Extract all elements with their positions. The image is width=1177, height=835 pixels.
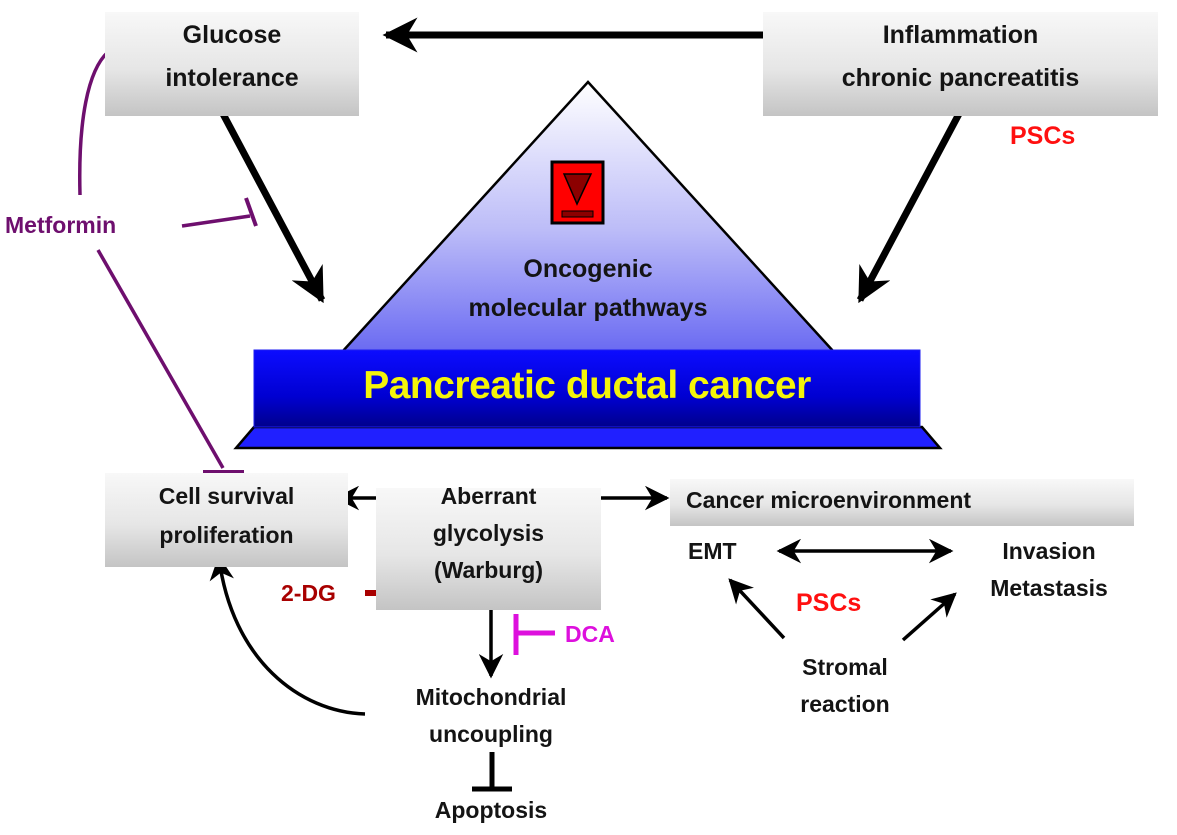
glucose-intolerance-label: Glucose intolerance <box>165 21 299 93</box>
aberrant-glycolysis-box <box>376 488 601 610</box>
stromal-reaction-label: Stromal reaction <box>800 654 890 717</box>
glucose-intolerance-box <box>105 12 359 116</box>
pancreatic-cancer-label: Pancreatic ductal cancer <box>363 364 811 407</box>
oncogenic-pathways-label: Oncogenic molecular pathways <box>468 255 708 323</box>
cell-survival-box <box>105 473 348 567</box>
emt-label: EMT <box>688 538 737 564</box>
inhibit-metformin-to-cell-survival <box>96 249 225 469</box>
metformin-label: Metformin <box>5 212 117 238</box>
pscs-top-label: PSCs <box>1010 122 1076 150</box>
inhibit-bar-metformin-mid <box>244 197 258 227</box>
arrow-glucose-to-cancer <box>218 110 326 304</box>
aberrant-glycolysis-label: Aberrant glycolysis (Warburg) <box>432 483 545 583</box>
cancer-banner <box>253 349 921 428</box>
pscs-bottom-label: PSCs <box>796 589 862 617</box>
arrow-inflammation-to-cancer <box>856 110 964 304</box>
cell-survival-label: Cell survival proliferation <box>158 483 295 548</box>
inhibit-metformin-to-glucose <box>78 50 110 196</box>
dca-label: DCA <box>565 621 615 647</box>
mitochondrial-uncoupling-label: Mitochondrial uncoupling <box>415 684 567 747</box>
invasion-metastasis-label: Invasion Metastasis <box>990 538 1108 601</box>
arrow-stromal-to-metastasis <box>901 592 957 642</box>
arrow-mitochondrial-to-cell-survival <box>209 555 366 716</box>
cancer-microenvironment-label: Cancer microenvironment <box>686 487 972 513</box>
red-down-triangle-icon <box>550 160 605 225</box>
inhibit-metformin-to-glucose-arrow <box>181 214 251 228</box>
inflammation-box <box>763 12 1158 116</box>
cancer-microenvironment-box <box>670 479 1134 526</box>
2dg-label: 2-DG <box>281 580 336 606</box>
cancer-banner-base <box>233 425 943 450</box>
arrow-stromal-to-emt <box>728 578 786 640</box>
apoptosis-label: Apoptosis <box>434 797 548 823</box>
inflammation-label: Inflammation chronic pancreatitis <box>841 21 1080 93</box>
